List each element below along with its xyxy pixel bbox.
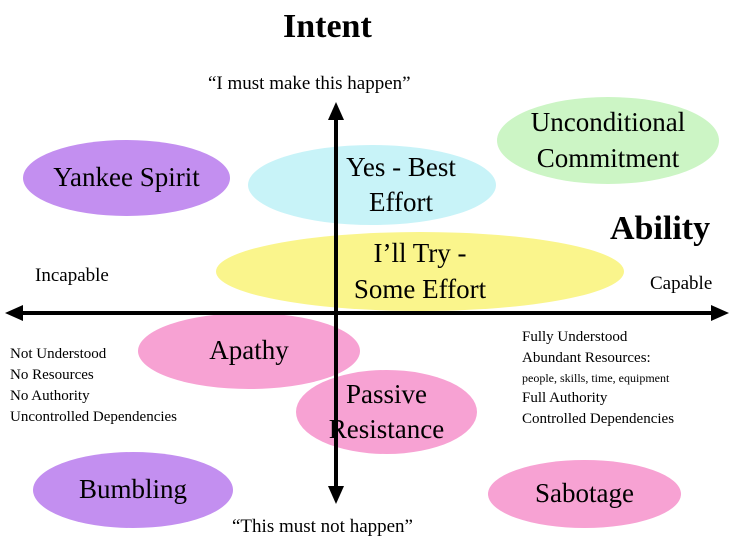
- axis-label-top: “I must make this happen”: [208, 73, 411, 94]
- list-item-detail: people, skills, time, equipment: [522, 371, 670, 385]
- title-ability: Ability: [610, 210, 711, 247]
- left-conditions-list: Not Understood No Resources No Authority…: [10, 344, 177, 428]
- ellipse-yankee-spirit: Yankee Spirit: [23, 140, 230, 216]
- arrow-down-icon: [328, 486, 344, 504]
- list-item: Controlled Dependencies: [522, 411, 675, 427]
- arrow-left-icon: [5, 305, 23, 321]
- ellipse-bumbling: Bumbling: [33, 452, 233, 528]
- list-item: Fully Understood: [522, 329, 628, 345]
- arrow-up-icon: [328, 102, 344, 120]
- list-item: No Resources: [10, 367, 94, 383]
- list-item: No Authority: [10, 388, 90, 404]
- axis-label-left: Incapable: [35, 265, 109, 286]
- ellipse-ill-try: I’ll Try - Some Effort: [216, 232, 624, 311]
- ellipse-passive-resistance: Passive Resistance: [296, 370, 477, 454]
- ellipse-unconditional-commitment: Unconditional Commitment: [497, 97, 719, 184]
- ellipse-label: Passive: [346, 378, 427, 409]
- ellipse-label: Bumbling: [78, 474, 187, 505]
- ellipse-label: Some Effort: [353, 273, 487, 304]
- ellipse-apathy: Apathy: [138, 313, 360, 389]
- axis-label-right: Capable: [650, 273, 713, 294]
- list-item: Full Authority: [522, 390, 608, 406]
- list-item: Uncontrolled Dependencies: [10, 409, 178, 425]
- horizontal-axis: [5, 305, 729, 321]
- ellipse-label: Yes - Best: [346, 151, 456, 182]
- axis-label-bottom: “This must not happen”: [232, 516, 413, 537]
- ellipse-label: Unconditional: [530, 107, 686, 138]
- list-item: Not Understood: [10, 346, 107, 362]
- ellipse-label: Apathy: [209, 335, 289, 366]
- ellipse-label: Sabotage: [535, 478, 634, 509]
- ellipse-best-effort: Yes - Best Effort: [248, 145, 496, 225]
- ellipse-label: I’ll Try -: [373, 238, 467, 269]
- ellipse-label: Effort: [369, 187, 433, 217]
- ellipse-label: Yankee Spirit: [53, 162, 200, 193]
- title-intent: Intent: [283, 8, 372, 45]
- vertical-axis: [328, 102, 344, 504]
- right-conditions-list: Fully Understood Abundant Resources: peo…: [522, 327, 674, 430]
- arrow-right-icon: [711, 305, 729, 321]
- list-item: Abundant Resources:: [522, 350, 651, 366]
- ellipse-label: Commitment: [536, 142, 680, 173]
- ellipse-sabotage: Sabotage: [488, 460, 681, 528]
- ellipse-label: Resistance: [328, 414, 445, 444]
